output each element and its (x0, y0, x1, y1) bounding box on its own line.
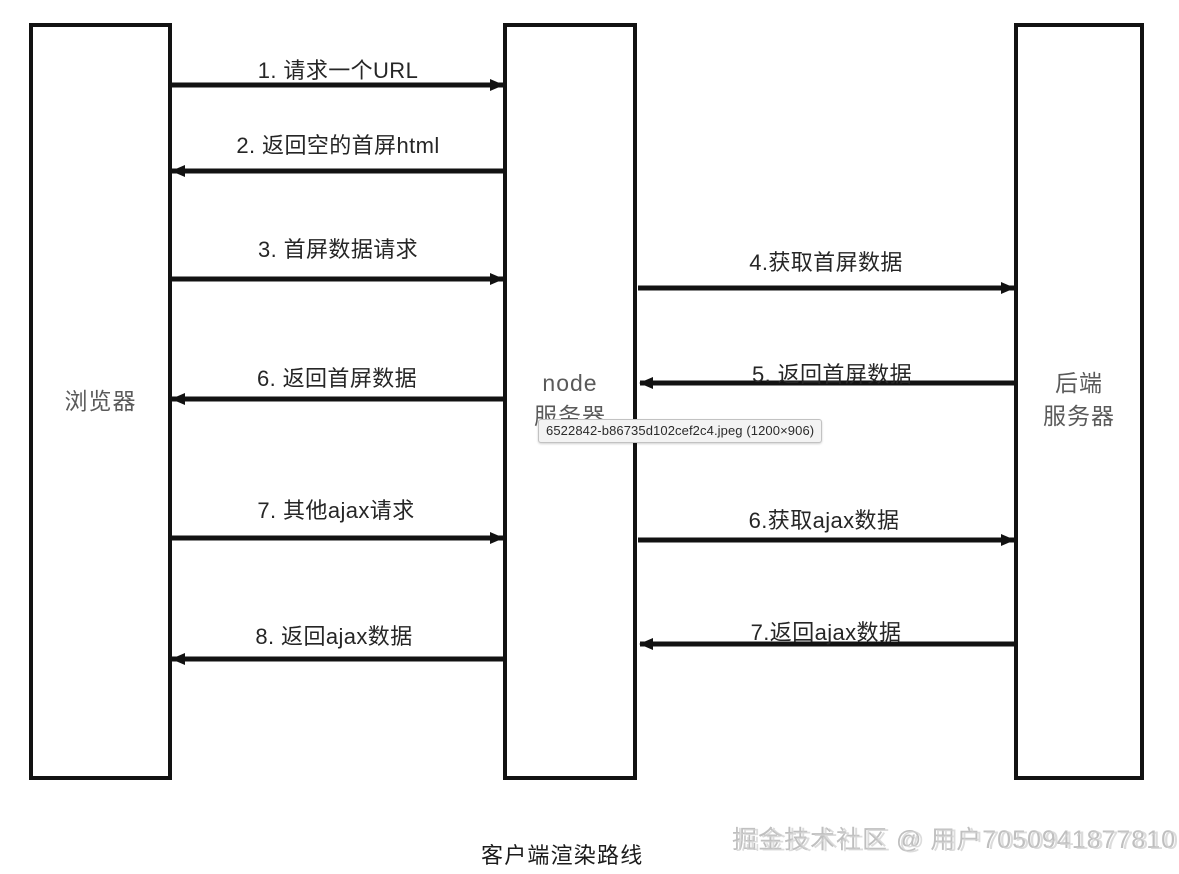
message-label-6: 6. 返回首屏数据 (256, 366, 418, 391)
message-label-10: 8. 返回ajax数据 (255, 624, 413, 649)
actor-box-backend-server (1014, 23, 1144, 780)
message-label-2: 2. 返回空的首屏html (236, 133, 440, 158)
watermark-ghost: 掘金技术社区 @ 用户7050941877810 (735, 827, 1179, 855)
message-label-3: 3. 首屏数据请求 (257, 237, 419, 262)
message-label-7: 7. 其他ajax请求 (257, 498, 415, 523)
watermark: 掘金技术社区 @ 用户7050941877810 掘金技术社区 @ 用户7050… (732, 820, 1179, 856)
actor-box-node-server (503, 23, 637, 780)
message-label-1: 1. 请求一个URL (257, 58, 419, 83)
message-label-5: 5. 返回首屏数据 (751, 362, 913, 387)
diagram-caption: 客户端渲染路线 (481, 843, 644, 868)
actor-box-browser (29, 23, 172, 780)
message-label-4: 4.获取首屏数据 (749, 250, 903, 275)
message-label-8: 6.获取ajax数据 (748, 508, 900, 533)
message-label-9: 7.返回ajax数据 (750, 620, 902, 645)
image-filename-tooltip: 6522842-b86735d102cef2c4.jpeg (1200×906) (538, 419, 823, 443)
watermark-text: 掘金技术社区 @ 用户7050941877810 (732, 826, 1177, 854)
